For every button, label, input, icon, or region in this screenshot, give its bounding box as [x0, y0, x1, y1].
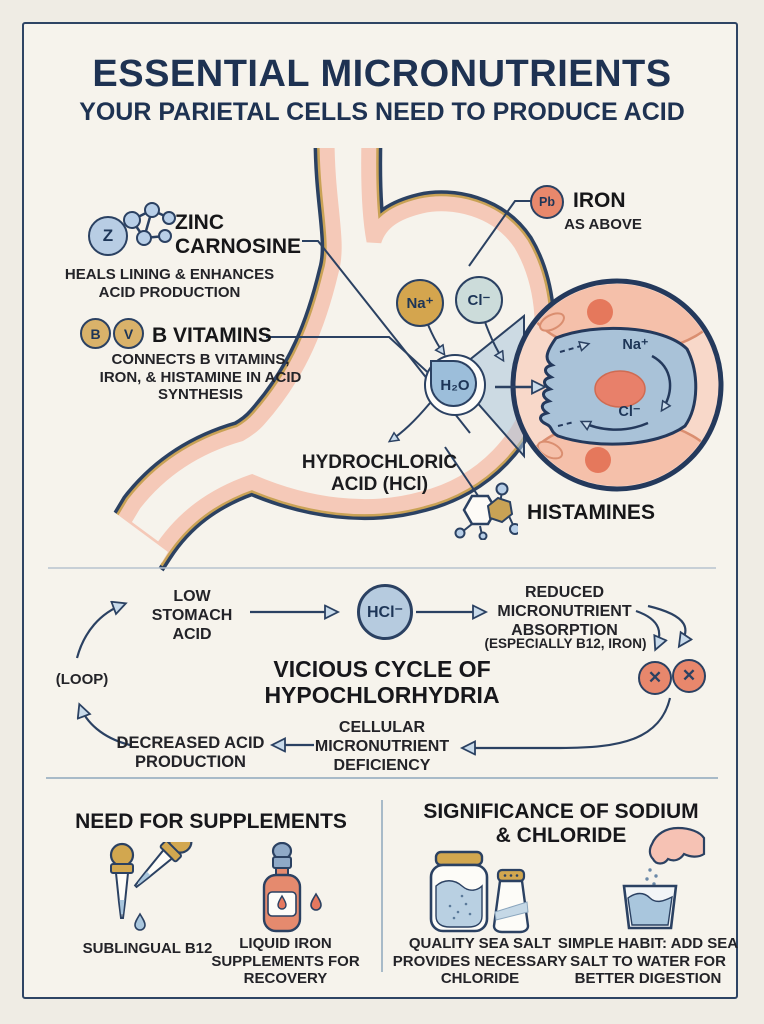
supplement-item-label: LIQUID IRON SUPPLEMENTS FOR RECOVERY [211, 935, 360, 988]
tilted-dropper [133, 829, 193, 889]
iron-title: IRON [573, 189, 626, 212]
cycle-reduced-note: (ESPECIALLY B12, IRON) [484, 636, 647, 651]
water-badge: H₂O [424, 354, 486, 416]
cycle-decreased: DECREASED ACID PRODUCTION [116, 734, 265, 772]
histamine-molecule-icon [450, 482, 521, 545]
cycle-hcl-badge: HCl⁻ [357, 584, 413, 640]
parietal-cell-nucleus [594, 370, 646, 408]
iron-connector-line [468, 200, 531, 267]
cycle-cellular: CELLULAR MICRONUTRIENT DEFICIENCY [314, 719, 450, 774]
stomach-outline [84, 108, 556, 582]
cell-chloride-label: Cl⁻ [618, 404, 641, 420]
page-title: ESSENTIAL MICRONUTRIENTS [92, 53, 672, 95]
supplements-heading: NEED FOR SUPPLEMENTS [75, 810, 347, 833]
decreased-to-loop-arrow [80, 706, 131, 747]
cycle-arrows [75, 604, 685, 748]
cell-sodium-label: Na⁺ [622, 337, 649, 353]
iron-bottle-icon [242, 841, 334, 947]
histamines-label: HISTAMINES [527, 501, 655, 524]
cycle-low-acid: LOW STOMACH ACID [151, 588, 233, 643]
zinc-molecule-icon [114, 198, 178, 259]
b12-dropper-icon [96, 829, 200, 945]
sodium-chloride-item-label: SIMPLE HABIT: ADD SEA SALT TO WATER FOR … [557, 935, 739, 988]
water-to-hcl-arrow [390, 402, 431, 441]
hydrochloric-acid-label: HYDROCHLORIC ACID (HCl) [301, 452, 458, 496]
vertical-dropper [109, 842, 135, 919]
x-mark-badge: ✕ [672, 659, 706, 693]
zinc-title: ZINC CARNOSINE [175, 211, 302, 258]
cell-nucleus-top [587, 299, 613, 325]
b-vitamin-badge-b: B [80, 318, 111, 349]
sodium-chloride-item-label: QUALITY SEA SALT PROVIDES NECESSARY CHLO… [392, 935, 568, 988]
supplement-item-label: SUBLINGUAL B12 [82, 940, 213, 957]
iron-badge: Pb [530, 185, 564, 219]
sodium-chloride-heading: SIGNIFICANCE OF SODIUM & CHLORIDE [423, 800, 699, 848]
b-vitamin-badge-v: V [113, 318, 144, 349]
reduced-to-x-arrow-1 [635, 609, 659, 648]
page-subtitle: YOUR PARIETAL CELLS NEED TO PRODUCE ACID [79, 98, 685, 126]
reduced-to-x-arrow-2 [647, 604, 685, 645]
x-to-cellular-arrow [464, 697, 672, 748]
water-droplet-icon [430, 360, 477, 407]
zinc-connector-line [302, 240, 471, 434]
chloride-ion-badge: Cl⁻ [455, 276, 503, 324]
cycle-heading: VICIOUS CYCLE OF HYPOCHLORHYDRIA [264, 656, 500, 709]
cycle-reduced: REDUCED MICRONUTRIENT ABSORPTION [497, 584, 632, 639]
sea-salt-icon [424, 846, 536, 943]
sodium-ion-badge: Na⁺ [396, 279, 444, 327]
zinc-desc: HEALS LINING & ENHANCES ACID PRODUCTION [64, 266, 275, 301]
loop-to-low-acid-arrow [75, 604, 124, 659]
cell-nucleus-bottom [585, 447, 611, 473]
hand-icon [648, 826, 706, 865]
salt-water-icon [594, 824, 706, 937]
b-vitamins-desc: CONNECTS B VITAMINS, IRON, & HISTAMINE I… [99, 351, 302, 404]
cycle-loop-label: (LOOP) [55, 671, 109, 688]
x-mark-badge: ✕ [638, 661, 672, 695]
zinc-badge: Z [88, 216, 128, 256]
b-vitamins-title: B VITAMINS [152, 324, 272, 347]
iron-desc: AS ABOVE [564, 216, 642, 233]
